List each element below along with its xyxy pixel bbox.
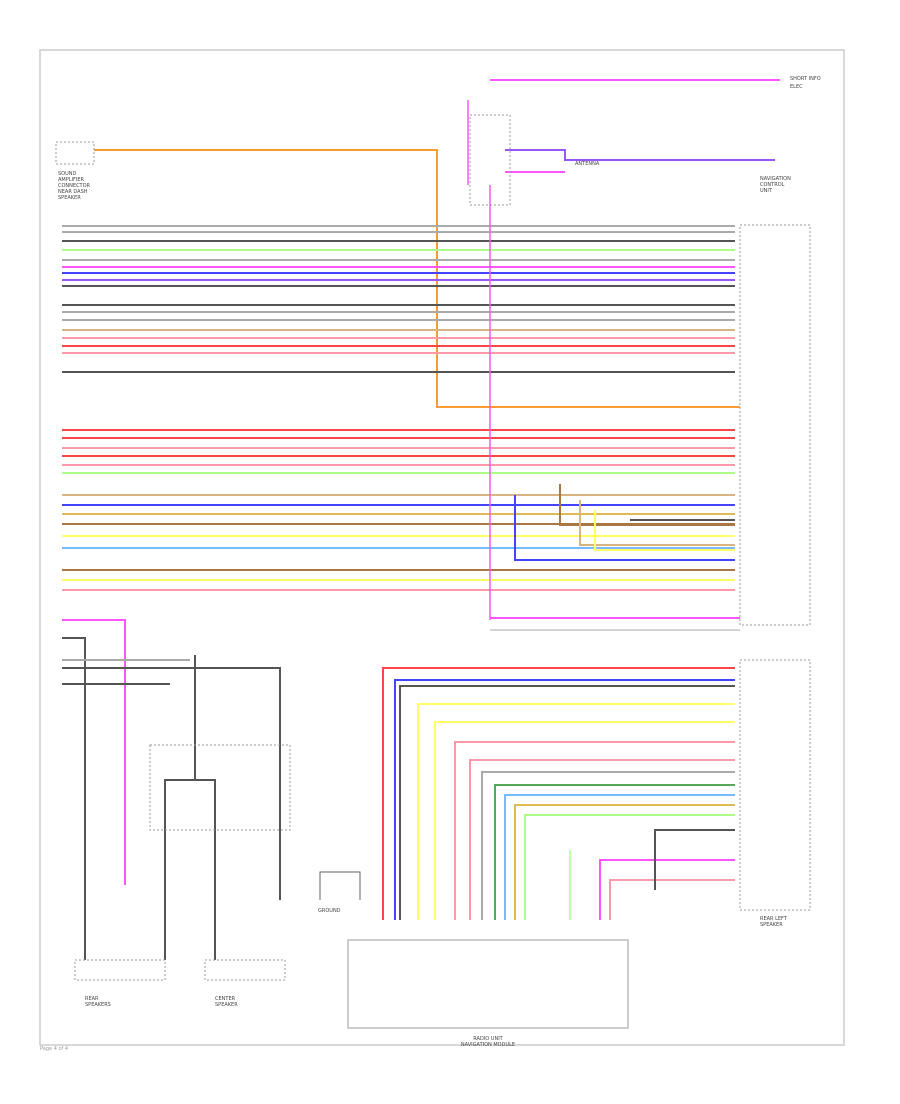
fan-wire-11 — [524, 814, 735, 920]
left-top-component — [55, 141, 95, 165]
fan-wire-10 — [514, 804, 735, 920]
fan-wire-7 — [481, 771, 735, 920]
wire-jog-yellow — [594, 510, 735, 551]
fan-wire-dark — [654, 829, 735, 890]
ground-wire — [319, 871, 361, 900]
fan-wire-9 — [504, 794, 735, 920]
rear-speakers-box — [74, 959, 166, 981]
diagram-border — [39, 49, 845, 1046]
fan-wire-3 — [417, 703, 735, 920]
fan-wire-magenta — [599, 859, 735, 920]
radio-unit-box — [347, 939, 629, 1029]
ground-label: GROUND — [318, 908, 341, 914]
ll-junction-box — [149, 744, 291, 831]
components-group — [55, 114, 811, 1029]
right-module-upper — [739, 224, 811, 626]
fan-wire-2 — [399, 685, 735, 920]
fan-wire-5 — [454, 741, 735, 920]
center-speaker-box — [204, 959, 286, 981]
fan-wire-0 — [382, 667, 735, 920]
wire-jog-blue — [514, 495, 735, 561]
fan-wire-4 — [434, 721, 735, 920]
right-module-lower — [739, 659, 811, 911]
wires-group — [62, 79, 780, 960]
wire-jog-tan — [579, 500, 735, 546]
wire-ll-dark-1 — [62, 637, 86, 960]
fan-wire-1 — [394, 679, 735, 920]
wire-ll-dark-4 — [164, 655, 196, 960]
wire-ll-magenta — [62, 619, 126, 885]
fan-wire-pink — [609, 879, 735, 920]
antenna-label: ANTENNA — [575, 161, 600, 167]
top-right-label-1: SHORT INFO — [790, 76, 821, 82]
wire-ll-dark-2 — [62, 667, 281, 900]
top-relay-box — [469, 114, 511, 206]
fan-wire-6 — [469, 759, 735, 920]
wire-ll-dark-5 — [195, 779, 216, 960]
wire-orange-main — [94, 149, 740, 408]
wire-jog-brown — [559, 484, 735, 526]
top-right-label-2: ELEC — [790, 84, 803, 90]
wire-top-violet — [505, 149, 775, 161]
page-label: Page 4 of 4 — [40, 1046, 69, 1052]
fan-wire-8 — [494, 784, 735, 920]
